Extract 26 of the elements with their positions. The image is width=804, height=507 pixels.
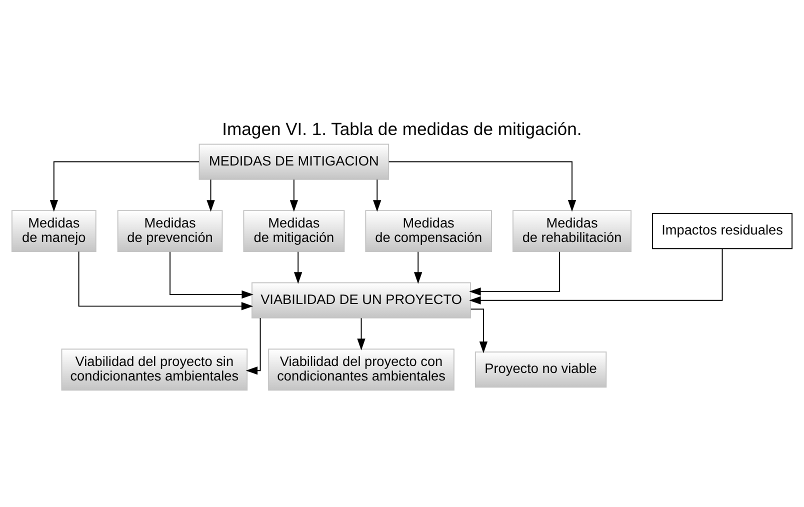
arrow [78, 251, 254, 310]
node-box: Medidas de compensación [365, 210, 492, 252]
node-box: MEDIDAS DE MITIGACION [198, 144, 390, 180]
arrow [246, 318, 261, 375]
node-box: Impactos residuales [652, 213, 793, 250]
node-box: Medidas de manejo [11, 210, 96, 252]
arrow [357, 318, 366, 350]
arrow [290, 179, 298, 212]
arrow [469, 248, 723, 304]
arrow [469, 251, 560, 296]
node-box: Medidas de rehabilitación [512, 210, 632, 252]
node-box: Proyecto no viable [474, 352, 607, 388]
arrow [50, 161, 200, 212]
node-box: Viabilidad del proyecto con condicionantes ambientales [268, 348, 454, 391]
arrow [470, 308, 488, 354]
node-box: Viabilidad del proyecto sin condicionantes ambientales [61, 348, 248, 391]
arrow [170, 251, 254, 299]
arrow [206, 179, 215, 212]
node-box: VIABILIDAD DE UN PROYECTO [252, 282, 472, 318]
arrow [294, 251, 302, 284]
arrow [373, 179, 382, 212]
node-box: Medidas de mitigación [243, 210, 345, 252]
diagram-title: Imagen VI. 1. Tabla de medidas de mitigación. [222, 118, 582, 139]
arrow [388, 161, 576, 212]
node-box: Medidas de prevención [117, 210, 223, 252]
arrow [414, 251, 422, 284]
